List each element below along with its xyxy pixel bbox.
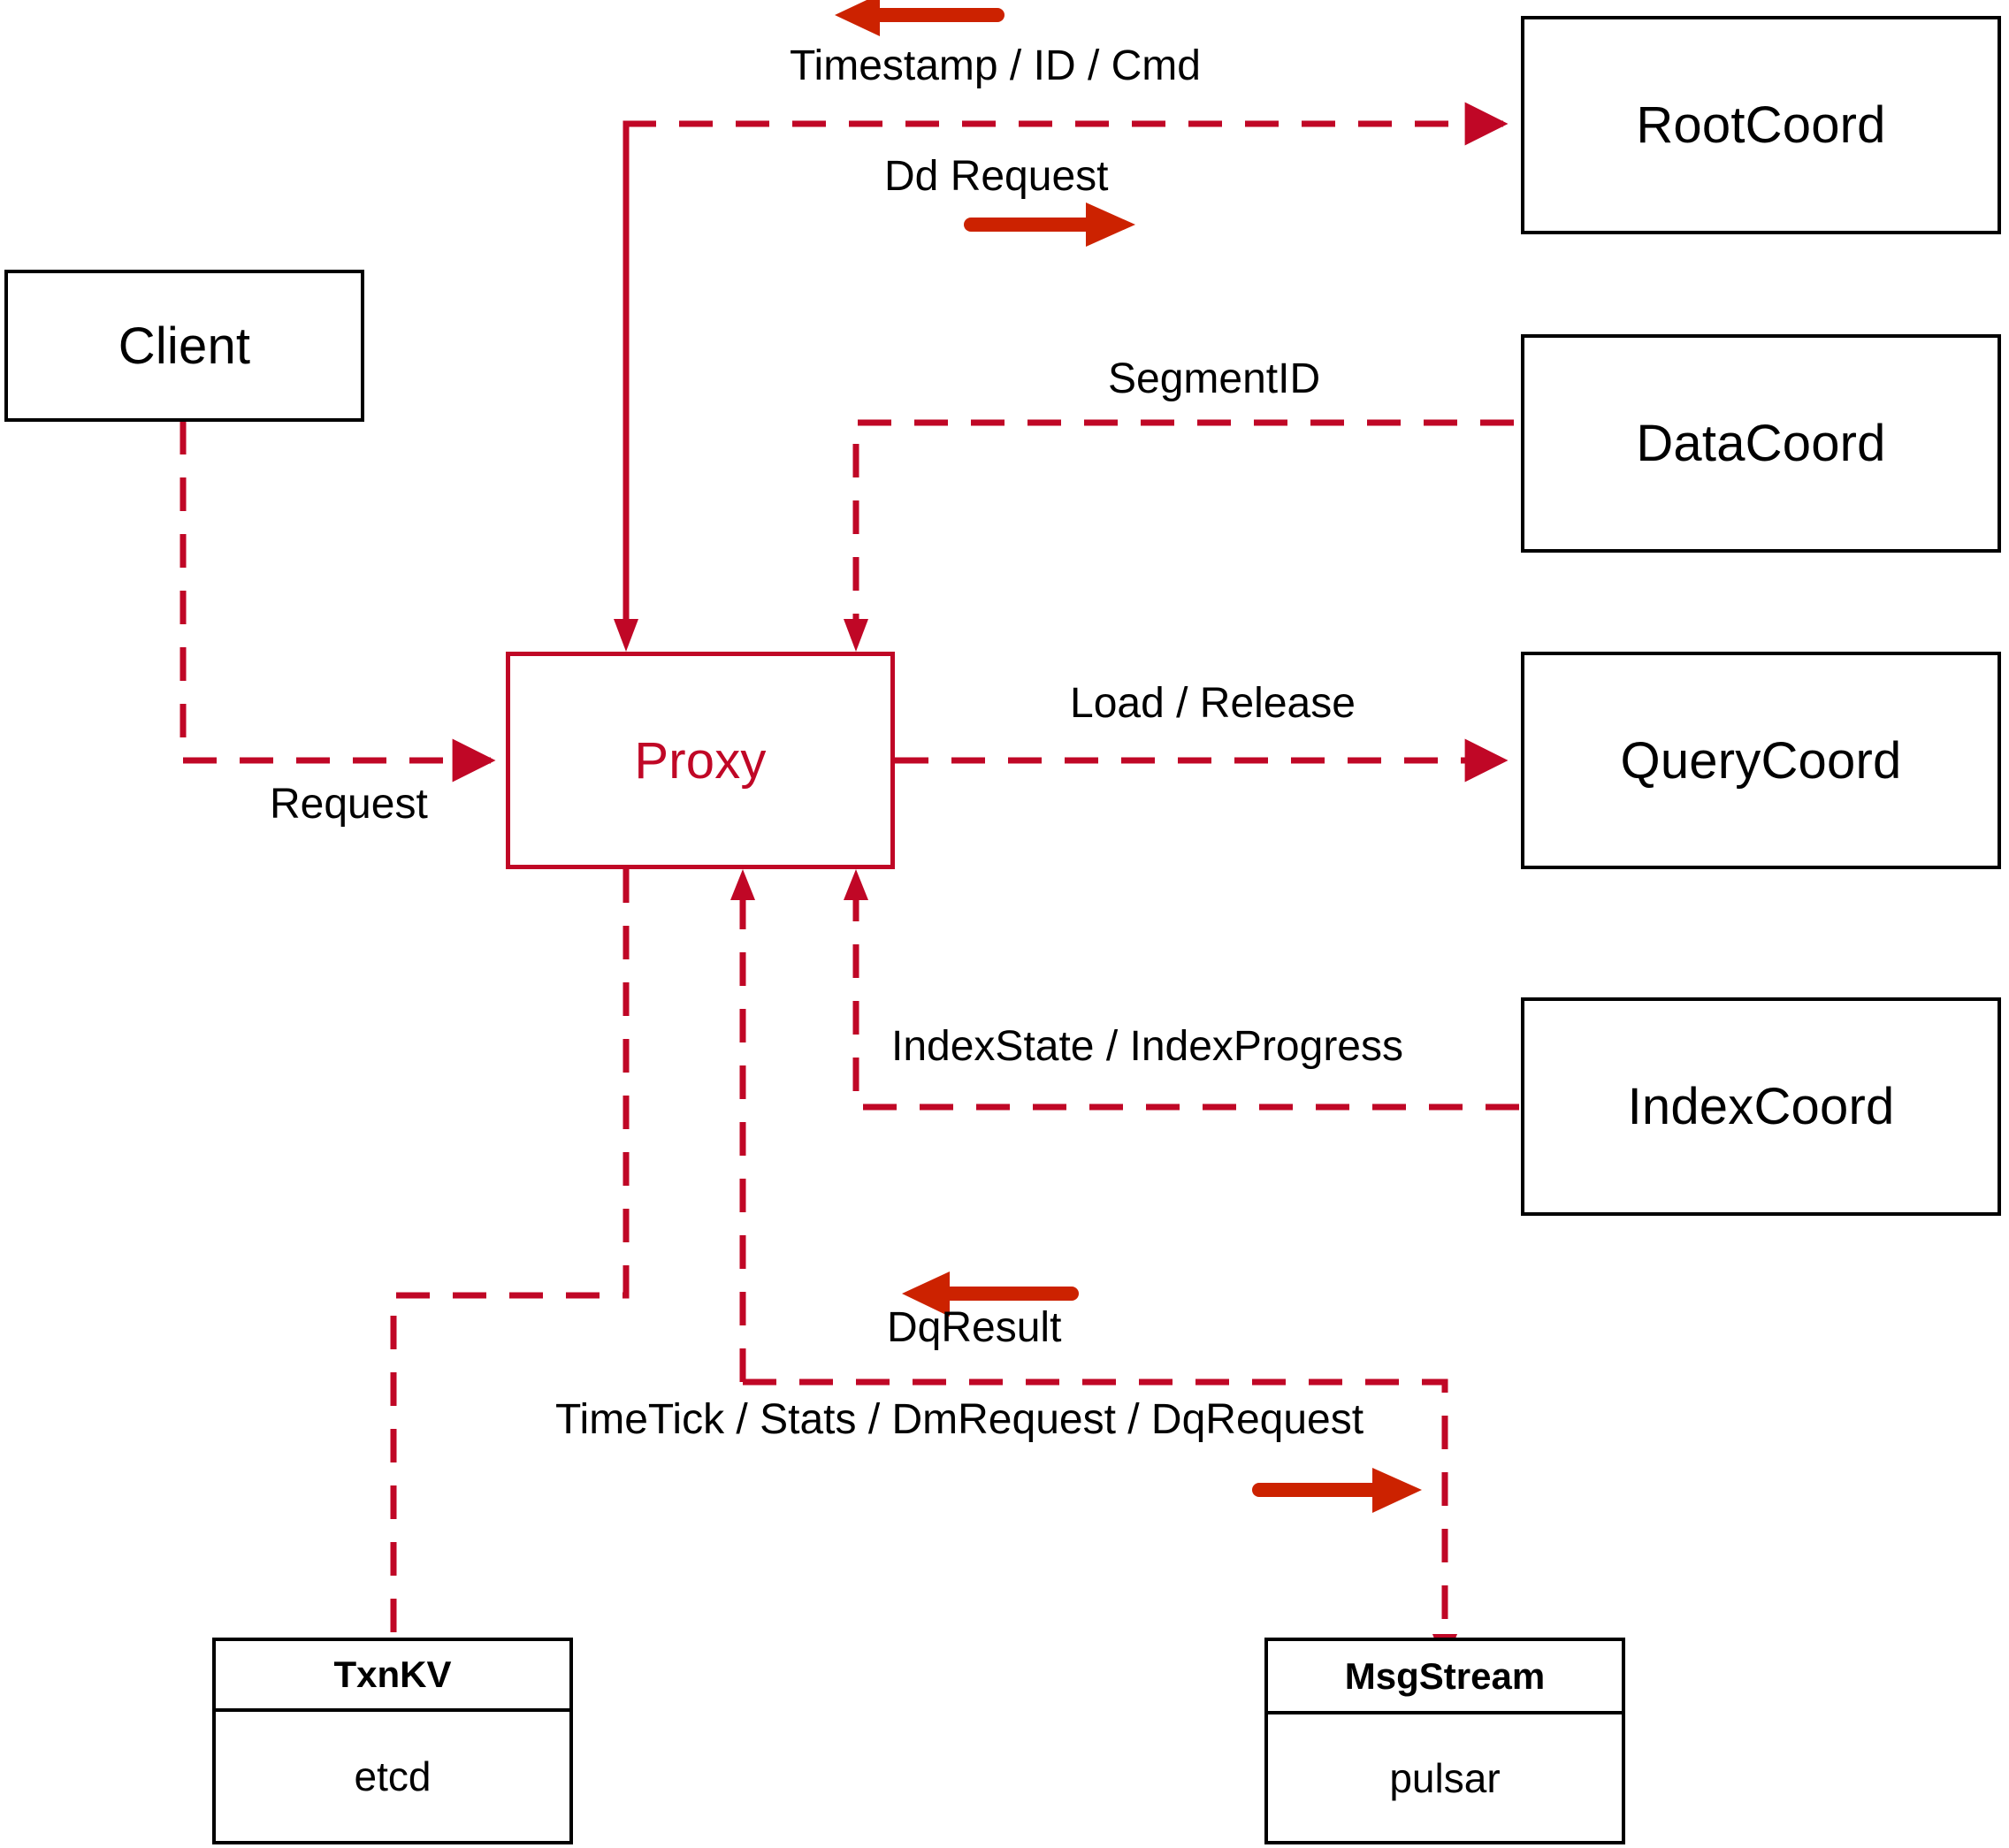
node-datacoord[interactable]: DataCoord — [1521, 334, 2001, 553]
node-rootcoord-label: RootCoord — [1636, 96, 1886, 154]
arrow-timetick-direction — [1252, 1468, 1422, 1513]
node-indexcoord-label: IndexCoord — [1627, 1078, 1895, 1135]
node-proxy[interactable]: Proxy — [506, 652, 895, 869]
node-datacoord-label: DataCoord — [1636, 415, 1886, 472]
node-indexcoord[interactable]: IndexCoord — [1521, 997, 2001, 1216]
edge-proxy-to-txnkv — [390, 869, 630, 1638]
node-proxy-label: Proxy — [634, 731, 767, 790]
node-client-label: Client — [118, 317, 251, 375]
edge-label-dqresult: DqResult — [887, 1304, 1062, 1351]
node-msgstream-body: pulsar — [1389, 1754, 1501, 1801]
edge-label-segmentid: SegmentID — [1108, 355, 1321, 402]
edge-indexcoord-to-proxy — [844, 869, 1519, 1111]
arrow-timestamp-direction — [835, 0, 1004, 36]
node-client[interactable]: Client — [4, 270, 364, 422]
node-txnkv-header: TxnKV — [216, 1641, 569, 1712]
edge-datacoord-to-proxy — [844, 419, 1514, 652]
edge-label-timetick-stats: TimeTick / Stats / DmRequest / DqRequest — [555, 1396, 1364, 1443]
node-txnkv[interactable]: TxnKV etcd — [212, 1638, 573, 1844]
edge-label-dd-request: Dd Request — [884, 153, 1109, 200]
node-msgstream-header: MsgStream — [1268, 1641, 1622, 1714]
node-querycoord-label: QueryCoord — [1620, 731, 1902, 790]
edge-label-request: Request — [270, 781, 428, 828]
arrow-dqresult-direction — [902, 1271, 1079, 1317]
edge-client-to-proxy — [180, 421, 496, 783]
arrow-dd-request-direction — [964, 202, 1135, 247]
node-txnkv-body: etcd — [354, 1753, 432, 1799]
node-rootcoord[interactable]: RootCoord — [1521, 16, 2001, 234]
node-msgstream[interactable]: MsgStream pulsar — [1264, 1638, 1625, 1844]
edge-label-index-state: IndexState / IndexProgress — [891, 1023, 1403, 1070]
edge-proxy-to-rootcoord — [614, 102, 1509, 652]
node-querycoord[interactable]: QueryCoord — [1521, 652, 2001, 869]
edge-label-load-release: Load / Release — [1070, 680, 1356, 727]
edge-label-timestamp-id-cmd: Timestamp / ID / Cmd — [790, 42, 1201, 89]
edge-msgstream-to-proxy — [730, 869, 1457, 1666]
